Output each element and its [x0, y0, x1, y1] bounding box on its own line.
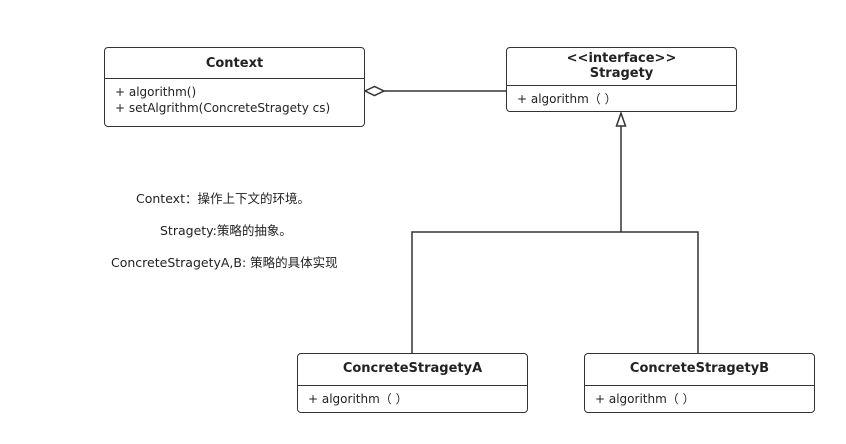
- concrete-strategy-b-header: ConcreteStragetyB: [585, 354, 814, 386]
- aggregation-diamond: [363, 85, 386, 97]
- strategy-interface-name: Stragety: [589, 66, 654, 81]
- method-algorithm: + algorithm（ ）: [308, 392, 408, 406]
- strategy-interface-header: <<interface>> Stragety: [507, 48, 736, 86]
- method-algorithm: + algorithm（ ）: [517, 92, 617, 106]
- method-algorithm: + algorithm(): [115, 85, 197, 99]
- strategy-interface[interactable]: <<interface>> Stragety + algorithm（ ）: [506, 47, 737, 112]
- realization-line-a: [411, 231, 621, 353]
- context-class-name: Context: [205, 56, 264, 71]
- context-class-methods: + algorithm() + setAlgrithm(ConcreteStra…: [105, 79, 364, 116]
- concrete-strategy-b-name: ConcreteStragetyB: [629, 361, 770, 376]
- concrete-strategy-b-methods: + algorithm（ ）: [585, 386, 814, 407]
- concrete-strategy-b-class[interactable]: ConcreteStragetyB + algorithm（ ）: [584, 353, 815, 413]
- context-class[interactable]: Context + algorithm() + setAlgrithm(Conc…: [104, 47, 365, 127]
- realization-line-b: [621, 231, 699, 353]
- concrete-strategy-a-methods: + algorithm（ ）: [298, 386, 527, 407]
- realization-arrowhead: [615, 110, 627, 127]
- concrete-strategy-a-name: ConcreteStragetyA: [342, 361, 483, 376]
- context-class-header: Context: [105, 48, 364, 79]
- note-context: Context：操作上下文的环境。: [136, 191, 310, 206]
- note-concrete-strategies: ConcreteStragetyA,B: 策略的具体实现: [111, 255, 338, 270]
- method-algorithm: + algorithm（ ）: [595, 392, 695, 406]
- interface-stereotype: <<interface>>: [566, 51, 677, 66]
- strategy-interface-methods: + algorithm（ ）: [507, 86, 736, 107]
- note-strategy: Stragety:策略的抽象。: [160, 223, 292, 238]
- method-set-algrithm: + setAlgrithm(ConcreteStragety cs): [115, 101, 331, 115]
- concrete-strategy-a-header: ConcreteStragetyA: [298, 354, 527, 386]
- concrete-strategy-a-class[interactable]: ConcreteStragetyA + algorithm（ ）: [297, 353, 528, 413]
